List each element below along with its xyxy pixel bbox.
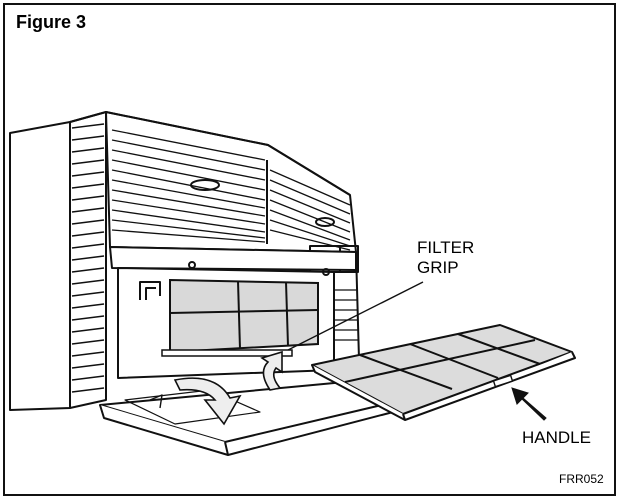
removed-filter	[311, 324, 576, 421]
filter-grip-label: FILTER GRIP	[417, 238, 474, 278]
filter-grip-label-line2: GRIP	[417, 258, 459, 277]
handle-label: HANDLE	[522, 428, 591, 447]
figure-code: FRR052	[559, 472, 604, 486]
door-open-arrow	[173, 377, 242, 426]
figure-title: Figure 3	[16, 12, 87, 32]
filter-grip-leader	[287, 281, 424, 351]
handle-pointer-arrow	[511, 387, 547, 421]
ac-unit-body	[9, 111, 361, 411]
filter-lift-arrow	[260, 350, 283, 391]
inner-filter	[161, 278, 319, 357]
filter-grip-label-line1: FILTER	[417, 238, 475, 257]
